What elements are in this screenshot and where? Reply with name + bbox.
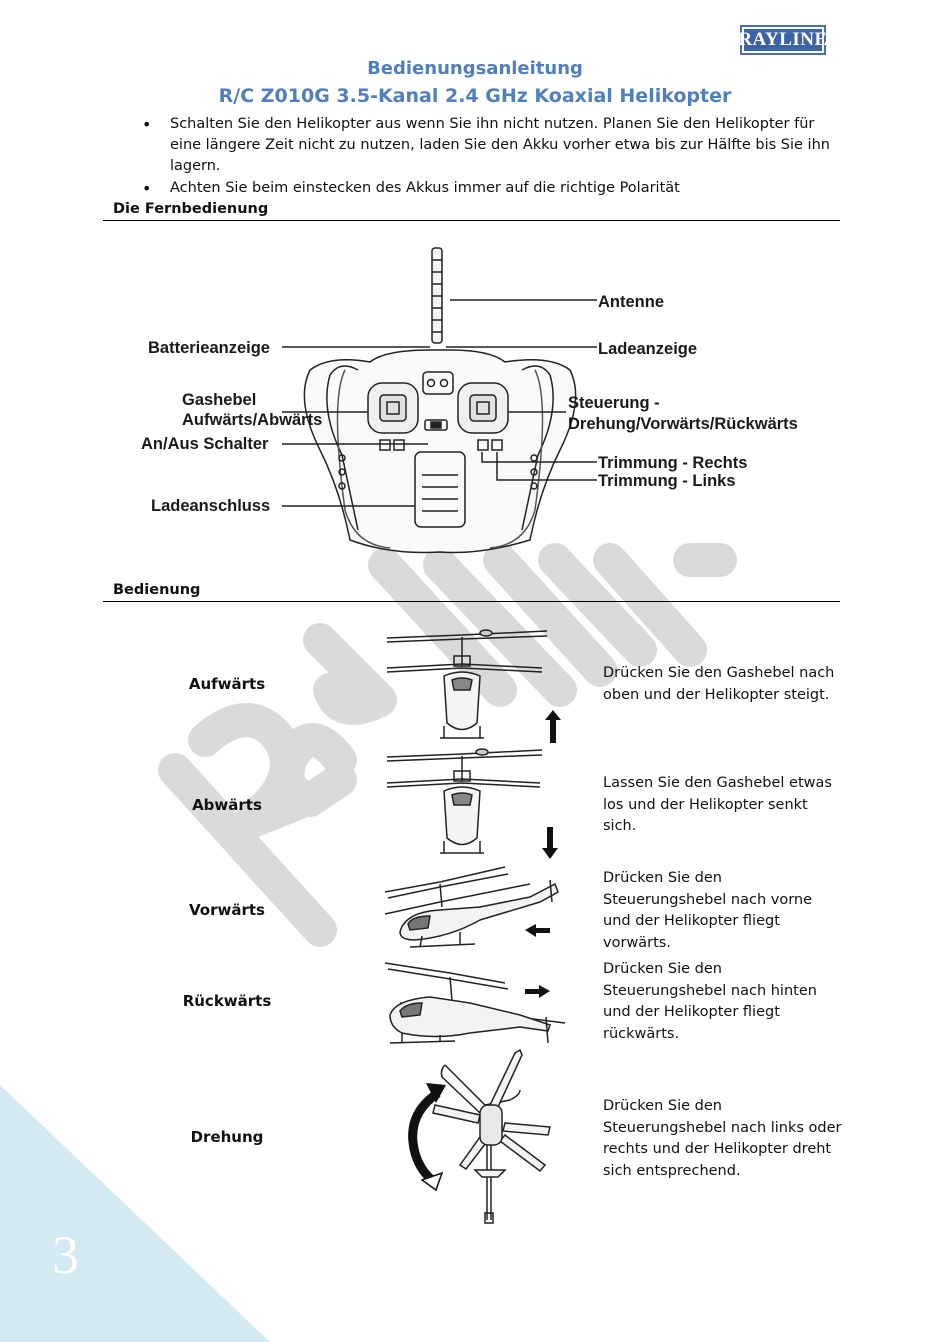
bullet-item: Schalten Sie den Helikopter aus wenn Sie… <box>140 114 850 177</box>
arrow-up-icon <box>545 710 561 743</box>
helicopter-forward-illustration <box>384 866 559 948</box>
label-charge-indicator: Ladeanzeige <box>598 340 698 358</box>
remote-control-diagram <box>282 247 597 554</box>
page-number: 3 <box>52 1225 79 1285</box>
label-steering: Steuerung - <box>568 394 660 412</box>
op-label-down: Abwärts <box>192 796 262 814</box>
op-label-forward: Vorwärts <box>189 901 265 919</box>
logo-text: RAYLINE <box>738 29 828 51</box>
rayline-logo: RAYLINE <box>738 25 828 55</box>
document-title: Bedienungsanleitung <box>367 58 583 79</box>
op-label-backward: Rückwärts <box>182 992 272 1010</box>
label-charge-port: Ladeanschluss <box>151 497 271 515</box>
op-desc-up: Drücken Sie den Gashebel nach oben und d… <box>603 665 835 703</box>
op-label-up: Aufwärts <box>188 675 266 693</box>
section-heading-remote: Die Fernbedienung <box>103 201 840 221</box>
op-desc-down: Lassen Sie den Gashebel etwas los und de… <box>603 775 832 834</box>
label-throttle-direction: Aufwärts/Abwärts <box>182 411 323 429</box>
bullet-item: Achten Sie beim einstecken des Akkus imm… <box>140 178 850 199</box>
section-heading-operation: Bedienung <box>103 582 840 602</box>
document-subtitle: R/C Z010G 3.5-Kanal 2.4 GHz Koaxial Heli… <box>218 85 732 107</box>
label-antenna: Antenne <box>598 293 664 311</box>
arrow-right-icon <box>525 985 550 998</box>
rotate-arrow-icon <box>408 1083 446 1192</box>
label-trim-left: Trimmung - Links <box>598 472 736 490</box>
label-trim-right: Trimmung - Rechts <box>598 454 748 472</box>
label-battery-indicator: Batterieanzeige <box>148 339 270 357</box>
label-throttle: Gashebel <box>182 391 257 409</box>
helicopter-down-illustration <box>386 748 558 859</box>
helicopter-up-illustration <box>386 629 561 743</box>
arrow-down-icon <box>542 827 558 859</box>
op-desc-backward: Drücken Sie den Steuerungshebel nach hin… <box>603 961 817 1042</box>
op-desc-rotate: Drücken Sie den Steuerungshebel nach lin… <box>603 1098 842 1179</box>
arrow-left-icon <box>525 924 550 937</box>
helicopter-rotate-illustration <box>408 1048 551 1224</box>
safety-bullets: Schalten Sie den Helikopter aus wenn Sie… <box>140 114 850 200</box>
label-power-switch: An/Aus Schalter <box>141 435 269 453</box>
helicopter-backward-illustration <box>384 962 566 1044</box>
corner-triangle <box>0 1085 270 1342</box>
op-label-rotate: Drehung <box>190 1128 264 1146</box>
op-desc-forward: Drücken Sie den Steuerungshebel nach vor… <box>603 870 813 951</box>
label-steering-direction: Drehung/Vorwärts/Rückwärts <box>568 415 798 433</box>
